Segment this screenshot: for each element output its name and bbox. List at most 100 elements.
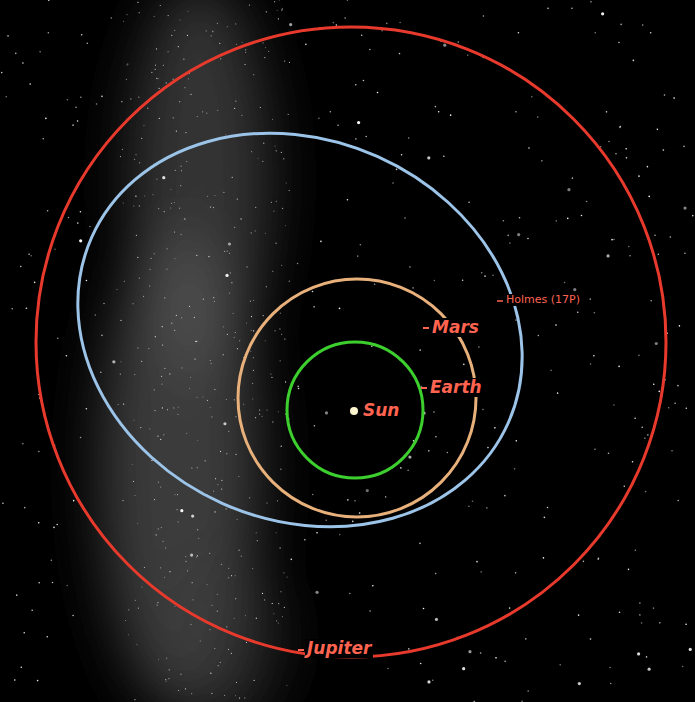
star (240, 218, 241, 219)
star (262, 161, 263, 162)
star (31, 610, 33, 612)
star (197, 116, 198, 117)
star (190, 94, 191, 95)
star (191, 467, 192, 468)
star (134, 699, 135, 700)
star (623, 486, 625, 488)
star (357, 121, 360, 124)
star (650, 300, 652, 302)
star (158, 88, 159, 89)
position-tick (421, 387, 427, 389)
star (564, 282, 566, 284)
star (221, 480, 222, 481)
star (609, 667, 611, 669)
star (158, 659, 159, 660)
star (159, 118, 160, 119)
star (157, 436, 158, 437)
star (186, 433, 187, 434)
star (276, 150, 277, 151)
star (29, 83, 31, 85)
star (14, 679, 16, 681)
star (528, 147, 530, 149)
star (261, 416, 262, 417)
star (668, 407, 670, 409)
star (259, 409, 260, 410)
star (191, 514, 194, 517)
star (435, 618, 438, 621)
star (161, 376, 162, 377)
star (238, 550, 239, 551)
star (504, 661, 506, 663)
star (330, 111, 332, 113)
star (361, 34, 363, 36)
star (154, 16, 155, 17)
star (620, 24, 622, 26)
position-tick (423, 327, 429, 329)
star (255, 417, 256, 418)
star (229, 292, 230, 293)
star (30, 255, 32, 257)
star (214, 195, 215, 196)
star (210, 407, 211, 408)
star (205, 460, 206, 461)
star (255, 230, 256, 231)
star (175, 170, 176, 171)
star (270, 373, 271, 374)
star (46, 636, 48, 638)
star (165, 681, 166, 682)
star (54, 248, 56, 250)
star (164, 297, 165, 298)
star (57, 337, 59, 339)
star (435, 573, 437, 575)
star (253, 370, 254, 371)
star (217, 594, 218, 595)
star (679, 325, 681, 327)
star (463, 364, 465, 366)
star (606, 111, 608, 113)
star (583, 561, 585, 563)
star (635, 549, 637, 551)
star (365, 136, 367, 138)
star (241, 115, 242, 116)
star (396, 169, 398, 171)
star (271, 202, 272, 203)
star (386, 23, 388, 25)
star (173, 117, 174, 118)
star (234, 399, 235, 400)
star (427, 156, 430, 159)
star (226, 626, 227, 627)
star (20, 666, 22, 668)
star (514, 468, 516, 470)
star (224, 251, 225, 252)
star (633, 60, 635, 62)
star (245, 52, 246, 53)
star (196, 397, 197, 398)
star (152, 194, 153, 195)
star (543, 557, 545, 559)
star (590, 1, 592, 3)
star (657, 129, 659, 131)
star (274, 1, 275, 2)
star (86, 408, 88, 410)
position-tick (497, 300, 503, 302)
star (663, 149, 665, 151)
star (252, 398, 253, 399)
star (525, 638, 527, 640)
star (288, 114, 289, 115)
star (223, 422, 226, 425)
star (518, 32, 520, 34)
star (658, 391, 660, 393)
star (120, 373, 121, 374)
star (355, 138, 357, 140)
star (645, 491, 647, 493)
star (228, 568, 229, 569)
star (262, 42, 263, 43)
star (235, 100, 236, 101)
star (279, 328, 280, 329)
star (177, 414, 178, 415)
star (211, 693, 212, 694)
star (130, 98, 131, 99)
star (236, 682, 237, 683)
star (544, 517, 546, 519)
star (227, 26, 228, 27)
